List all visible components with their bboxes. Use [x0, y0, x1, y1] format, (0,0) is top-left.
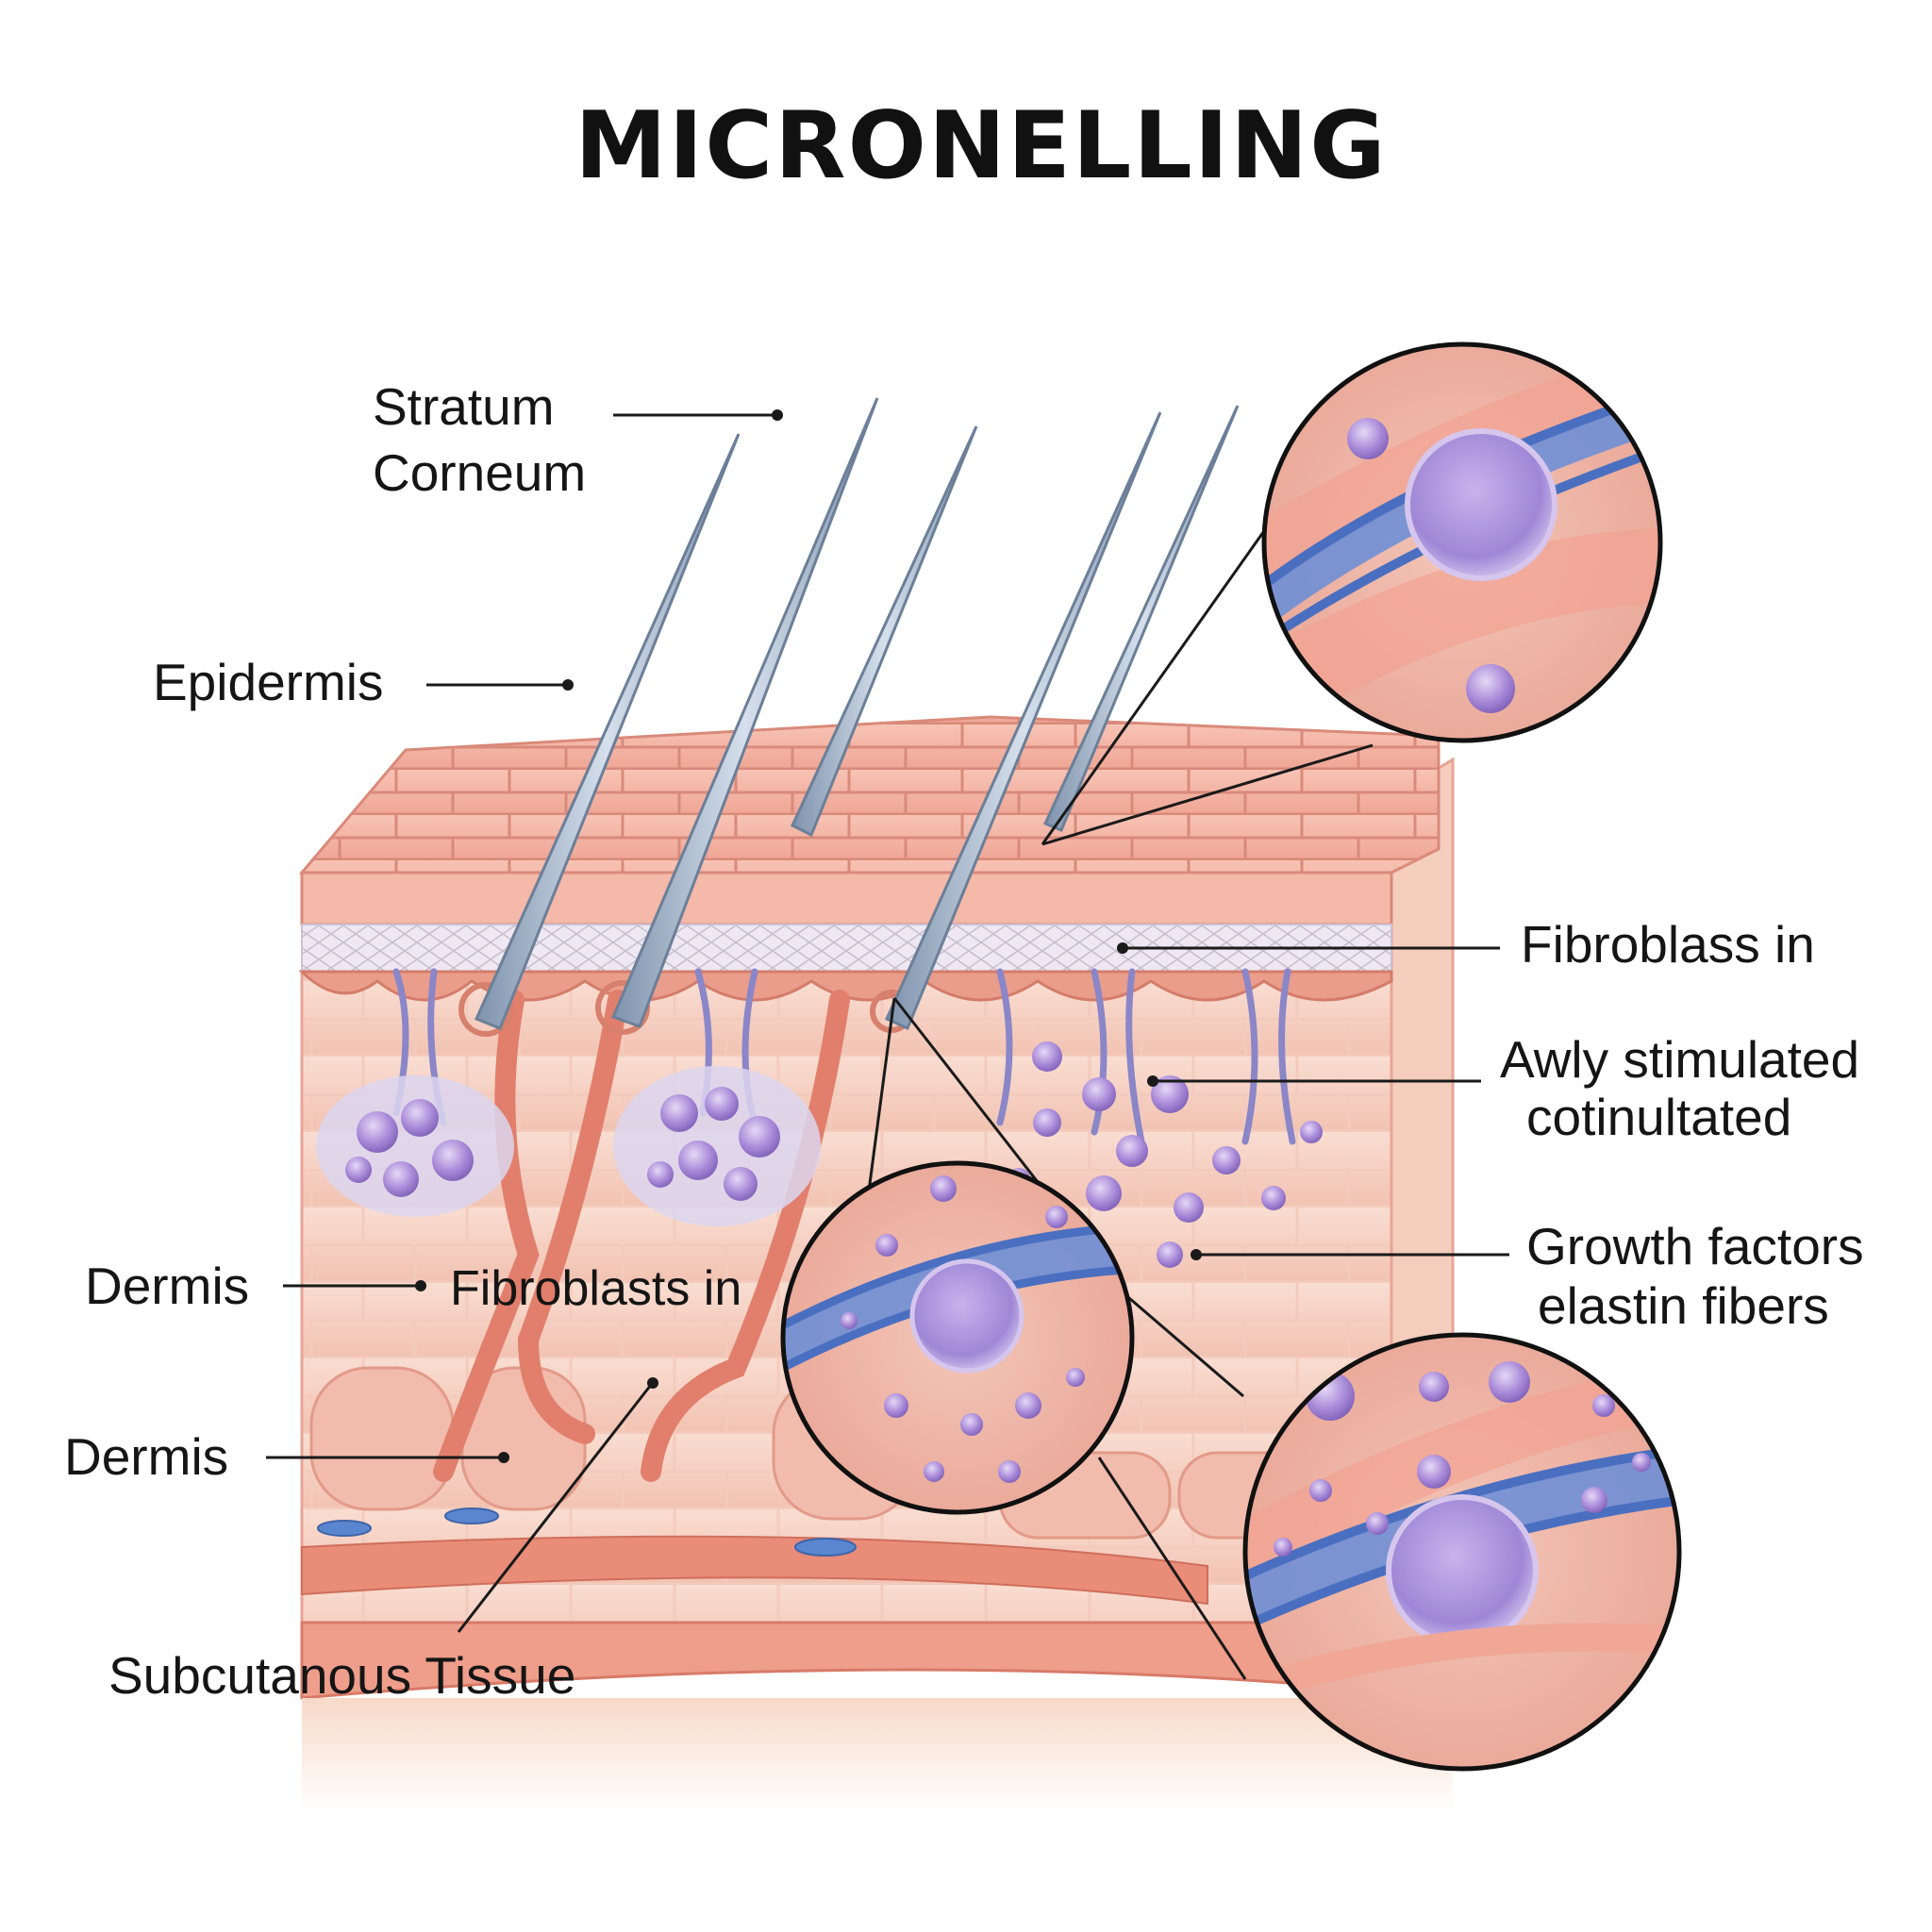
label-fibroblass-in-text: Fibroblass in — [1521, 915, 1815, 974]
dermal-papillae — [298, 970, 1393, 1002]
fibroblast-cluster-middle — [613, 1066, 821, 1226]
magnified-view-top — [1261, 341, 1663, 743]
label-growth-factors: Growth factors elastin fibers — [1191, 1217, 1864, 1335]
diagram-title: MICRONELLING — [575, 92, 1387, 200]
epidermis-top-surface — [298, 715, 1441, 874]
needle-2 — [610, 397, 879, 1028]
label-stratum-corneum: Stratum Corneum — [373, 377, 783, 502]
label-dermis-lower-text: Dermis — [64, 1427, 228, 1486]
subcutaneous-layer — [302, 1698, 1453, 1811]
label-dermis-upper-text: Dermis — [85, 1257, 249, 1315]
label-growth-line2: elastin fibers — [1538, 1276, 1829, 1335]
blood-vessels — [433, 990, 850, 1482]
label-fibroblasts-in-text: Fibroblasts in — [450, 1261, 741, 1316]
label-subcutaneous-text: Subcutanous Tissue — [108, 1646, 575, 1705]
needle-3 — [791, 425, 978, 838]
fibroblast-cluster-left — [316, 1075, 514, 1217]
label-awly-stimulated: Awly stimulated cotinultated — [1147, 1030, 1859, 1146]
label-stratum-line1: Stratum — [373, 377, 555, 436]
scattered-fibroblasts — [1008, 1041, 1323, 1268]
needle-4 — [885, 411, 1162, 1031]
label-epidermis-text: Epidermis — [153, 653, 384, 711]
label-awly-line1: Awly stimulated — [1500, 1030, 1859, 1089]
label-growth-line1: Growth factors — [1526, 1217, 1864, 1275]
magnified-view-bottom — [1242, 1332, 1682, 1772]
label-dermis-lower: Dermis — [64, 1427, 509, 1486]
label-dermis-upper: Dermis — [85, 1257, 426, 1315]
label-subcutaneous: Subcutanous Tissue — [108, 1377, 658, 1705]
label-fibroblasts-in: Fibroblasts in — [450, 1261, 741, 1316]
magnified-view-middle — [780, 1160, 1135, 1515]
basal-vessel-cells — [317, 1507, 857, 1557]
needle-1 — [474, 433, 741, 1030]
label-corneum-line2: Corneum — [373, 443, 586, 502]
basal-vessel-band — [301, 1535, 1208, 1606]
epidermis-front-face — [300, 871, 1393, 926]
microneedles — [474, 397, 1240, 1031]
dermal-fibers — [392, 968, 1296, 1145]
label-awly-line2: cotinultated — [1526, 1088, 1791, 1146]
label-epidermis: Epidermis — [153, 653, 574, 711]
label-fibroblass-in: Fibroblass in — [1117, 915, 1815, 974]
